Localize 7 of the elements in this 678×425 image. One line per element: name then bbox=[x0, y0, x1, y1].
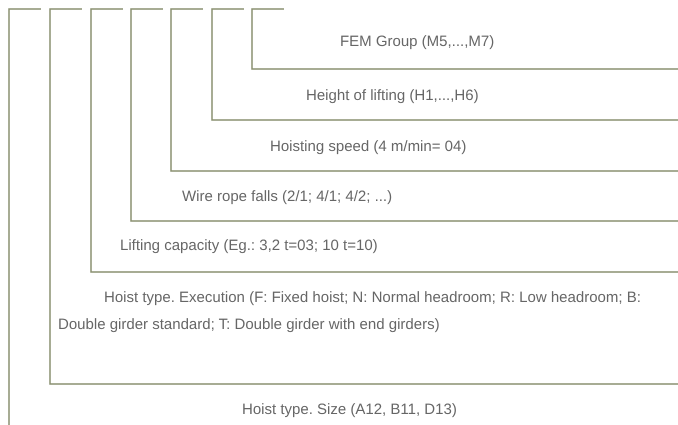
code-field-description: Wire rope falls (2/1; 4/1; 4/2; ...) bbox=[182, 187, 392, 207]
code-field-description: Hoist type. Size (A12, B11, D13) bbox=[242, 400, 457, 420]
code-field-description: FEM Group (M5,...,M7) bbox=[340, 32, 494, 52]
code-field-description: Height of lifting (H1,...,H6) bbox=[306, 86, 479, 106]
code-field-description: Lifting capacity (Eg.: 3,2 t=03; 10 t=10) bbox=[120, 236, 378, 256]
code-field-description: Hoisting speed (4 m/min= 04) bbox=[270, 137, 466, 157]
code-field-description: Hoist type. Execution (F: Fixed hoist; N: Normal headroom; R: Low headroom; B: Double girder standard; T: Double girder with end girders) bbox=[58, 288, 642, 335]
